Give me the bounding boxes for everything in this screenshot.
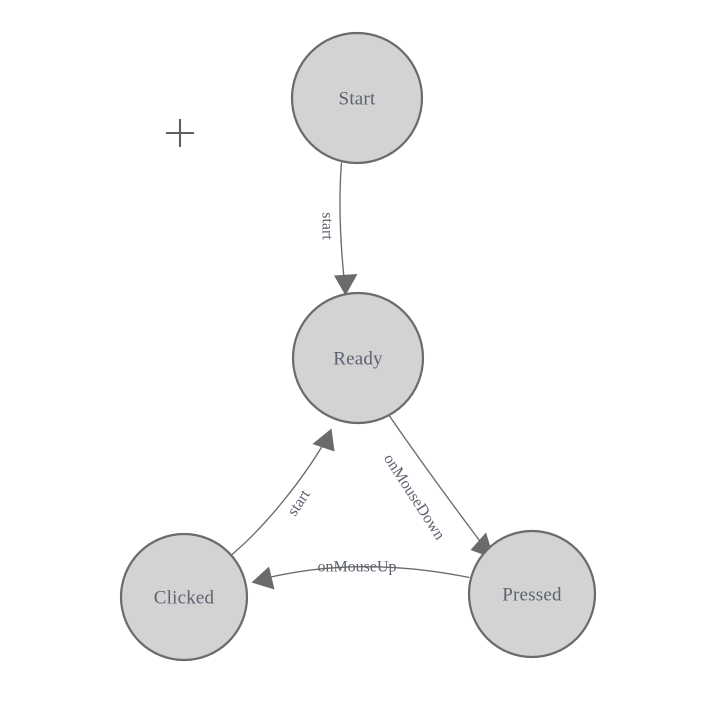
node-pressed-circle[interactable] — [467, 529, 597, 659]
edge-start-to-ready[interactable] — [334, 162, 358, 296]
edge-line-ready-to-pressed[interactable] — [387, 414, 487, 549]
node-clicked-label: Clicked — [154, 588, 215, 609]
node-pressed[interactable]: Pressed — [467, 529, 597, 659]
arrowhead-clicked-to-ready — [312, 428, 335, 452]
node-ready-label: Ready — [333, 349, 383, 370]
node-clicked-circle[interactable] — [119, 532, 249, 662]
edge-label-start-to-ready: start — [319, 212, 336, 240]
node-start-circle[interactable] — [290, 31, 424, 165]
node-ready-circle[interactable] — [291, 291, 425, 425]
node-start[interactable]: Start — [290, 31, 424, 165]
node-start-label: Start — [339, 89, 376, 110]
edge-label-ready-to-pressed: onMouseDown — [380, 451, 448, 543]
edge-clicked-to-ready[interactable] — [231, 428, 335, 556]
edge-line-pressed-to-clicked[interactable] — [264, 566, 470, 580]
crosshair-icon — [166, 119, 194, 147]
node-ready[interactable]: Ready — [291, 291, 425, 425]
arrowhead-pressed-to-clicked — [251, 566, 275, 590]
edge-label-clicked-to-ready: start — [284, 486, 314, 519]
edge-pressed-to-clicked[interactable] — [251, 566, 470, 590]
node-pressed-label: Pressed — [502, 585, 562, 606]
edge-line-start-to-ready[interactable] — [339, 162, 346, 284]
edge-label-pressed-to-clicked: onMouseUp — [317, 559, 396, 576]
node-clicked[interactable]: Clicked — [119, 532, 249, 662]
edge-line-clicked-to-ready[interactable] — [231, 440, 327, 556]
arrowhead-start-to-ready — [334, 274, 358, 296]
